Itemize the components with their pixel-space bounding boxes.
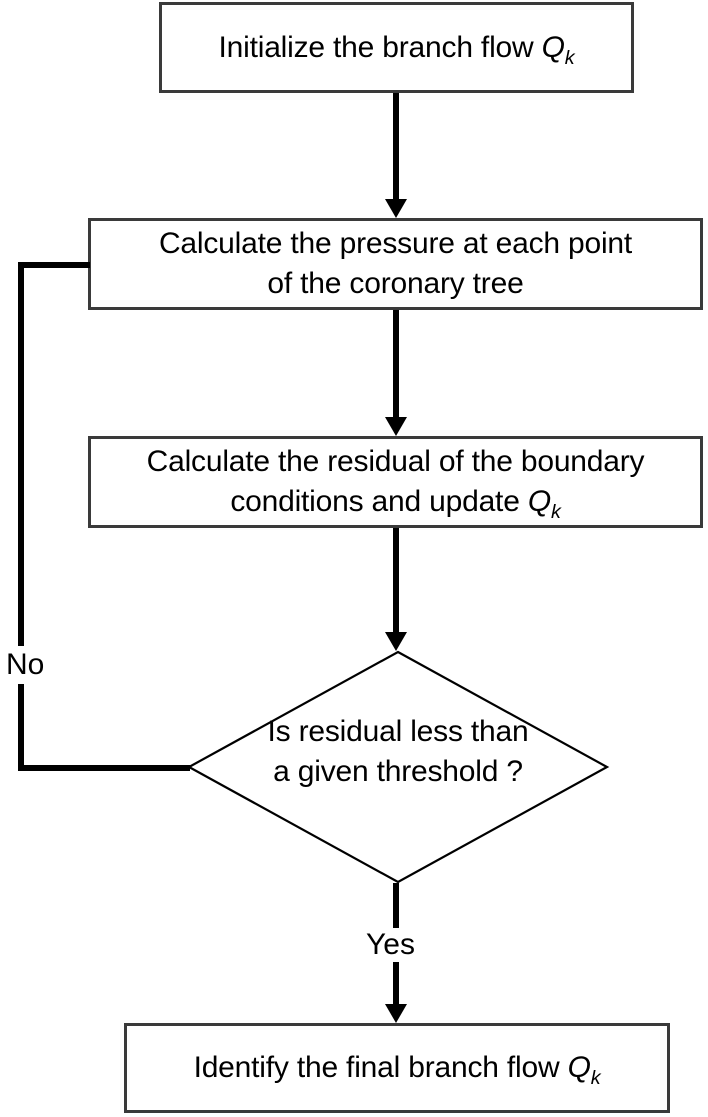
process-node-initialize-label: Initialize the branch flow Qk [218, 30, 575, 69]
edge-label-yes: Yes [363, 928, 418, 962]
edge-pressure-to-residual-arrowhead [385, 417, 407, 436]
subscript-k: k [564, 46, 575, 69]
edge-residual-to-decision-line [393, 528, 399, 634]
subscript-k: k [590, 1067, 601, 1089]
edge-pressure-to-residual-line [393, 310, 399, 421]
edge-no-vertical [18, 262, 24, 768]
edge-label-no: No [4, 646, 47, 684]
edge-init-to-pressure-line [393, 93, 399, 203]
edge-no-horizontal-top [18, 262, 90, 268]
process-node-initialize[interactable]: Initialize the branch flow Qk [159, 2, 634, 93]
decision-diamond-shape [186, 650, 610, 884]
edge-residual-to-decision-arrowhead [385, 632, 407, 651]
edge-no-horizontal-bottom [18, 765, 190, 771]
subscript-k: k [550, 501, 561, 523]
symbol-q: Q [567, 1051, 591, 1084]
symbol-q: Q [541, 30, 565, 64]
process-node-final-label: Identify the final branch flow Qk [193, 1051, 601, 1089]
process-node-final[interactable]: Identify the final branch flow Qk [124, 1023, 670, 1113]
edge-yes-arrowhead [385, 1004, 407, 1023]
symbol-q: Q [527, 485, 551, 518]
edge-init-to-pressure-arrowhead [385, 199, 407, 218]
